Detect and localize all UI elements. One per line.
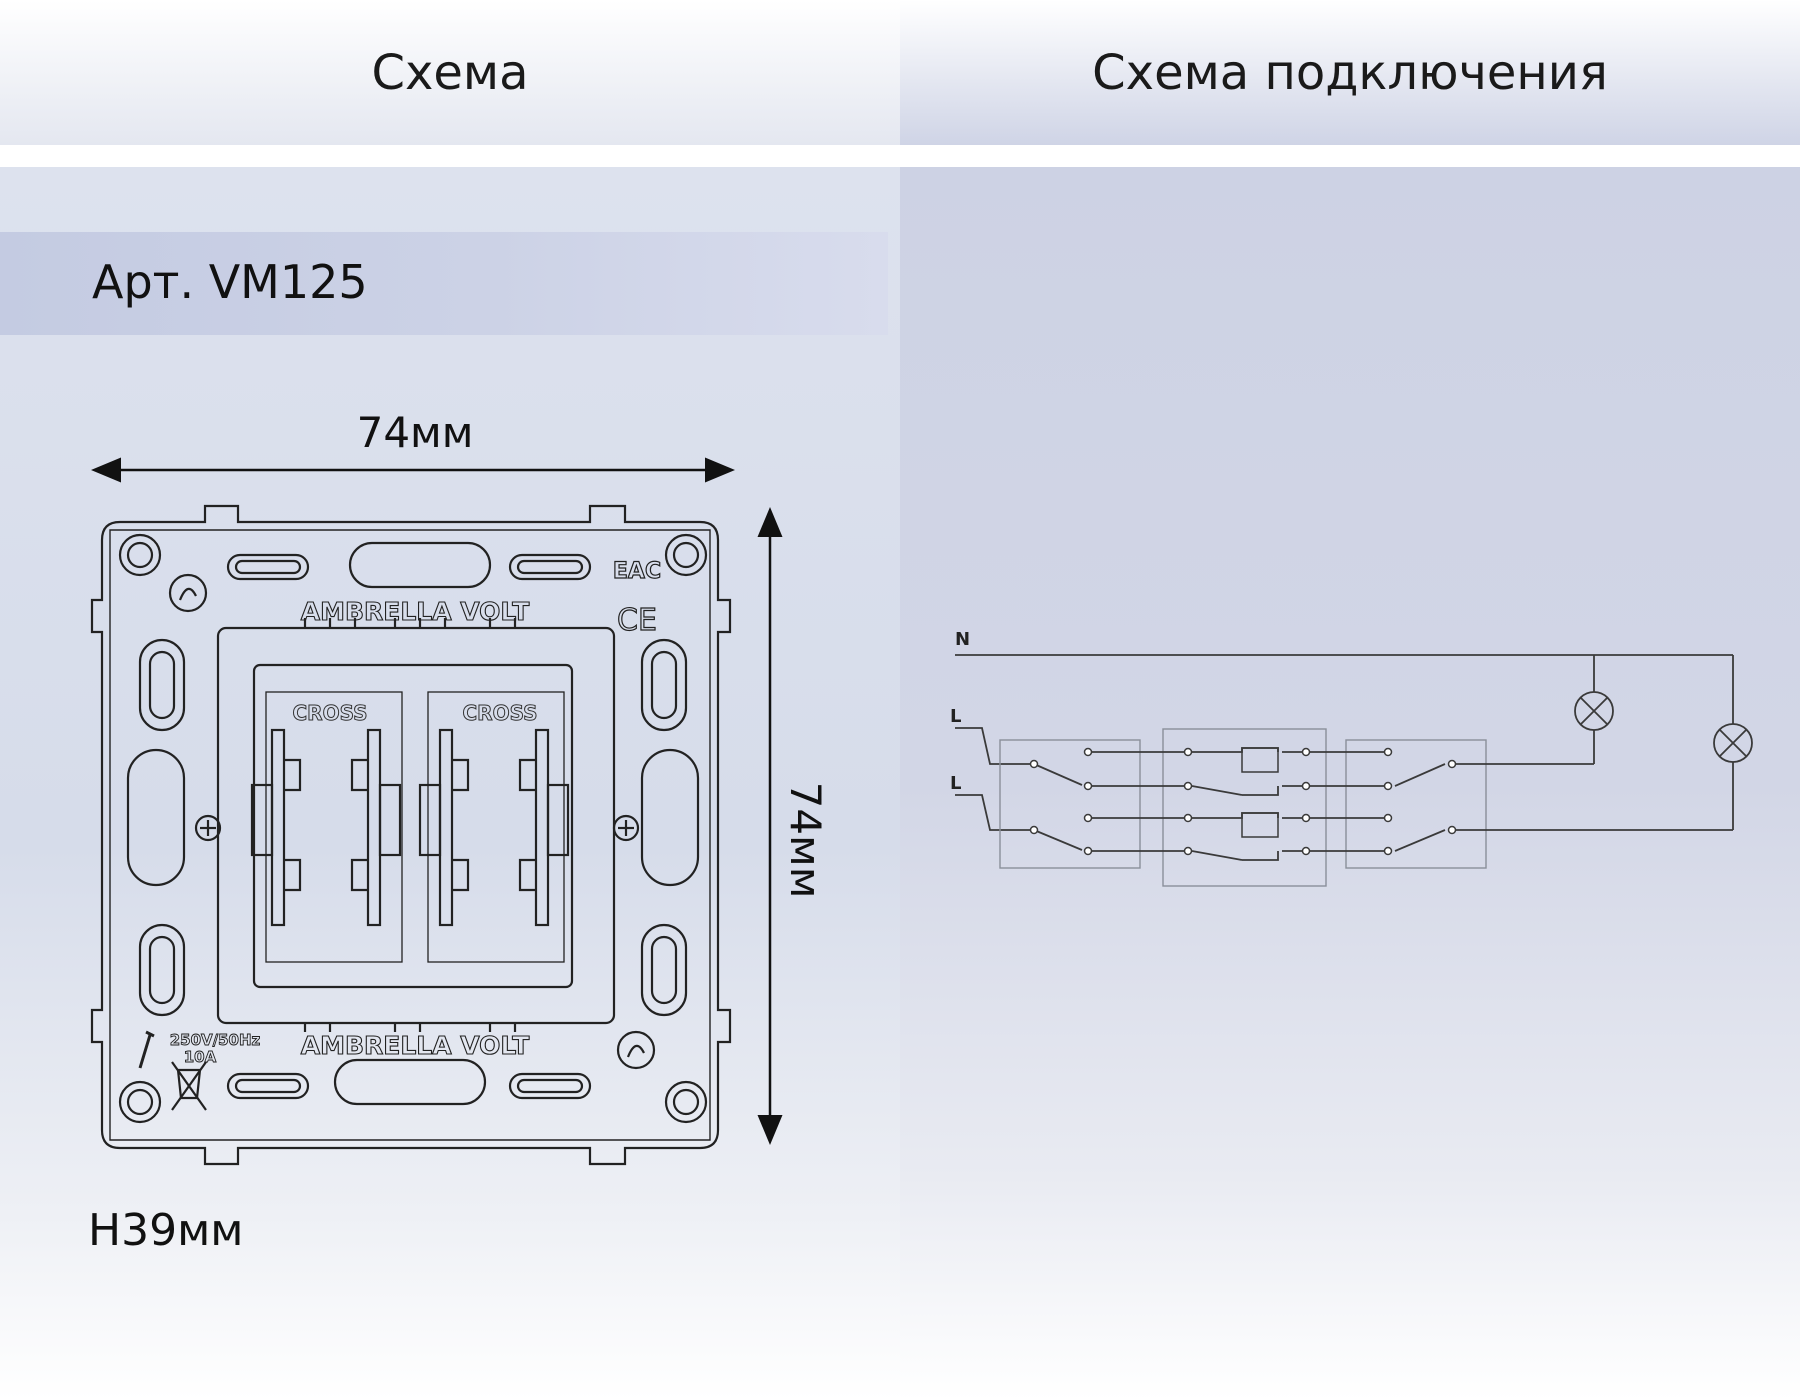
line-wire-1 xyxy=(955,727,1030,765)
rating-voltage: 250V/50Hz xyxy=(170,1031,261,1049)
switch-box-2 xyxy=(1345,739,1487,869)
eac-mark: EAC xyxy=(613,559,661,584)
screw-hole-br xyxy=(664,1080,708,1124)
screw-hole-tr xyxy=(664,533,708,577)
brand-logo-bottom xyxy=(616,1030,656,1070)
header-schema: Схема xyxy=(0,0,900,145)
depth-dimension-label: H39мм xyxy=(88,1205,244,1256)
line-wire-2 xyxy=(955,794,1030,831)
switch-box-cross xyxy=(1162,728,1327,887)
screw-hole-tl xyxy=(118,533,162,577)
brand-logo-top xyxy=(168,573,208,613)
side-screw-left xyxy=(194,814,222,842)
module-frame-inner xyxy=(252,663,574,989)
lamp-2-icon xyxy=(1713,723,1753,763)
line1-label: L xyxy=(950,706,961,727)
header-schema-title: Схема xyxy=(371,44,529,101)
article-band xyxy=(0,232,888,335)
rating-current: 10A xyxy=(184,1048,217,1066)
switch-box-1 xyxy=(999,739,1141,869)
terminal-points xyxy=(1029,747,1457,856)
width-dimension-label: 74мм xyxy=(356,408,474,457)
screw-hole-bl xyxy=(118,1080,162,1124)
ce-mark: CE xyxy=(617,603,657,638)
module-label-right: CROSS xyxy=(463,701,538,725)
weee-bin-icon xyxy=(171,1061,207,1111)
line2-label: L xyxy=(950,773,961,794)
module-frame-outer xyxy=(216,626,616,1025)
module-label-left: CROSS xyxy=(293,701,368,725)
brand-text-bottom: AMBRELLA VOLT xyxy=(301,1031,530,1060)
lamp-1-icon xyxy=(1574,691,1614,731)
header-divider xyxy=(0,145,1800,167)
cross-switch-right xyxy=(418,728,570,927)
header-wiring-title: Схема подключения xyxy=(1092,44,1608,101)
cross-switch-left xyxy=(250,728,402,927)
schema-panel xyxy=(0,167,900,1400)
screwdriver-icon xyxy=(138,1030,155,1069)
frame-outline xyxy=(90,504,732,1166)
header-wiring: Схема подключения xyxy=(900,0,1800,145)
brand-text-top: AMBRELLA VOLT xyxy=(301,597,530,626)
mechanism-drawing: AMBRELLA VOLT AMBRELLA VOLT CROSS CROSS … xyxy=(90,457,783,1166)
wiring-panel xyxy=(900,167,1800,1400)
neutral-label: N xyxy=(955,629,970,650)
article-number: Арт. VM125 xyxy=(92,255,368,309)
